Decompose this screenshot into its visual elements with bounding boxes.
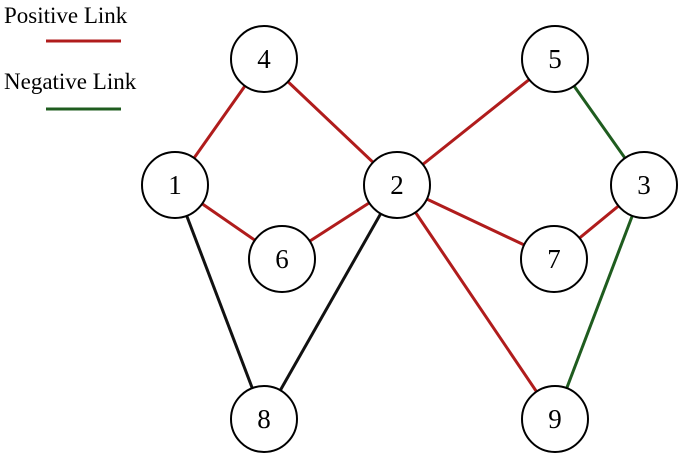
nodes: 1 2 3 4 5 6 7 8 9	[141, 25, 678, 453]
node-circle	[521, 25, 589, 93]
edge-3-9	[553, 184, 646, 420]
node-5: 5	[521, 25, 589, 93]
node-label: 2	[390, 170, 404, 200]
node-circle	[363, 151, 431, 219]
legend-positive-label: Positive Link	[4, 3, 128, 28]
node-circle	[610, 151, 678, 219]
node-7: 7	[520, 225, 588, 293]
node-3: 3	[610, 151, 678, 219]
edge-2-9	[395, 184, 557, 420]
node-circle	[230, 25, 298, 93]
node-circle	[521, 385, 589, 453]
node-label: 4	[257, 44, 271, 74]
node-2: 2	[363, 151, 431, 219]
node-9: 9	[521, 385, 589, 453]
legend: Positive Link Negative Link	[4, 3, 137, 111]
node-circle	[520, 225, 588, 293]
node-label: 5	[548, 44, 562, 74]
node-4: 4	[230, 25, 298, 93]
node-8: 8	[230, 385, 298, 453]
node-circle	[248, 225, 316, 293]
node-circle	[141, 151, 209, 219]
node-label: 3	[637, 170, 651, 200]
node-label: 6	[275, 244, 289, 274]
edge-1-8	[173, 184, 266, 420]
node-label: 7	[547, 244, 561, 274]
node-circle	[230, 385, 298, 453]
node-label: 9	[548, 404, 562, 434]
legend-negative-label: Negative Link	[4, 69, 137, 94]
node-1: 1	[141, 151, 209, 219]
node-label: 1	[168, 170, 182, 200]
node-label: 8	[257, 404, 271, 434]
node-6: 6	[248, 225, 316, 293]
edge-8-2	[262, 184, 399, 420]
